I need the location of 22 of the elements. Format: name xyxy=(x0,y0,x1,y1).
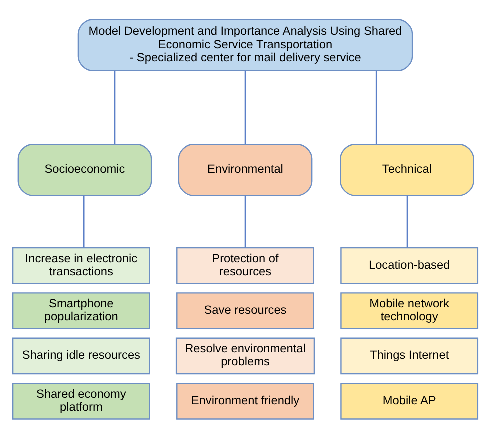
node-box: Smartphone popularization xyxy=(12,292,150,330)
connector xyxy=(114,70,116,144)
node-box: Mobile AP xyxy=(340,382,479,420)
connector xyxy=(406,196,408,248)
node-box: Environmental xyxy=(178,144,313,196)
connector xyxy=(244,70,246,144)
connector xyxy=(83,196,85,248)
node-box: Location-based xyxy=(340,247,479,284)
node-box: Resolve environmental problems xyxy=(176,338,316,375)
connector xyxy=(244,196,246,248)
node-box: Sharing idle resources xyxy=(12,338,150,375)
node-box: Protection of resources xyxy=(176,247,314,284)
node-box: Save resources xyxy=(176,292,314,330)
node-box: Technical xyxy=(340,144,474,196)
connector xyxy=(376,70,378,144)
node-box: Increase in electronic transactions xyxy=(12,247,150,284)
node-box: Things Internet xyxy=(340,338,479,375)
node-box: Model Development and Importance Analysis Using Shared Economic Service Transportation - Specialized center for mail delivery service xyxy=(78,19,414,72)
node-box: Socioeconomic xyxy=(18,144,152,196)
node-box: Shared economy platform xyxy=(12,382,150,420)
node-box: Environment friendly xyxy=(176,382,314,420)
node-box: Mobile network technology xyxy=(340,292,479,330)
